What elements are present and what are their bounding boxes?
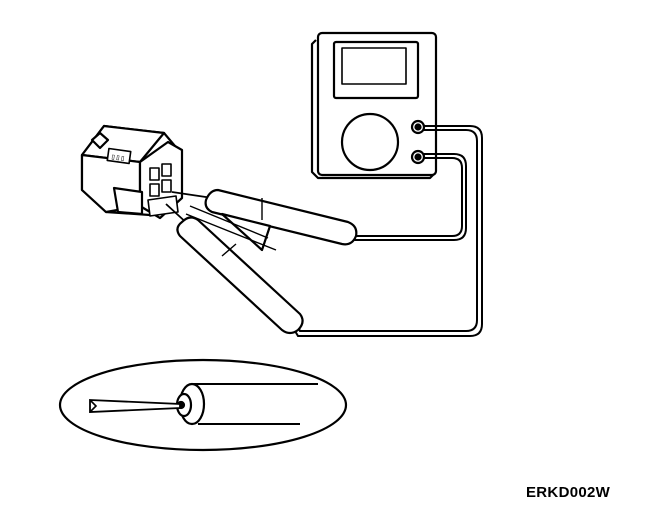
test-lead-lower	[291, 125, 483, 337]
multimeter	[310, 31, 438, 180]
figure-code-label: ERKD002W	[526, 484, 611, 501]
probe-detail-inset	[58, 358, 348, 452]
connector-label-plate	[106, 147, 132, 165]
connector-terminals	[147, 163, 179, 217]
connector-housing-marking: ▯▯▯	[110, 152, 126, 163]
wiring-connector: ▯▯▯	[80, 124, 184, 220]
test-probe-lower	[165, 203, 304, 335]
detail-probe-needle	[89, 399, 181, 413]
multimeter-dial	[340, 112, 400, 172]
test-probe-upper	[171, 188, 358, 252]
test-lead-upper	[354, 157, 463, 237]
multimeter-screen	[341, 47, 407, 85]
test-lead-wires	[291, 125, 483, 337]
